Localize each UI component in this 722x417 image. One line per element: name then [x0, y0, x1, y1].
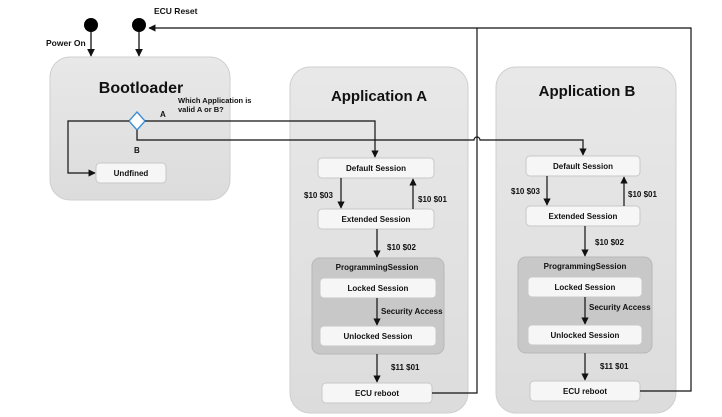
decision-question-line1: Which Application is — [178, 96, 251, 105]
transition-label-to-programming-a: $10 $02 — [387, 243, 416, 252]
extended-session-box-b — [525, 205, 641, 227]
security-access-label-a: Security Access — [381, 307, 443, 316]
default-session-label-a: Default Session — [346, 164, 406, 173]
branch-b-label: B — [134, 146, 140, 155]
undefined-branch-line — [67, 120, 129, 177]
transition-label-to-reboot-b: $11 $01 — [600, 362, 629, 371]
unlocked-session-box-b — [527, 324, 643, 346]
branch-a-line — [145, 120, 379, 158]
branch-a-label: A — [160, 110, 166, 119]
undefined-state-label: Undfined — [114, 169, 149, 178]
decision-question-line2: valid A or B? — [178, 105, 224, 114]
locked-session-box-a — [319, 277, 437, 299]
default-session-label-b: Default Session — [553, 162, 613, 171]
transition-label-to-programming-b: $10 $02 — [595, 238, 624, 247]
extended-session-label-b: Extended Session — [549, 212, 618, 221]
ecu-reboot-label-b: ECU reboot — [563, 387, 607, 396]
transition-label-to-extended-a: $10 $03 — [304, 191, 333, 200]
bootloader-panel — [49, 56, 231, 201]
extended-session-label-a: Extended Session — [342, 215, 411, 224]
default-session-box-a — [317, 157, 435, 179]
programming-session-label-b: ProgrammingSession — [544, 262, 627, 271]
unlocked-session-label-b: Unlocked Session — [551, 331, 620, 340]
application-b-title: Application B — [539, 83, 636, 100]
ecu-reset-initial-node — [132, 18, 146, 32]
locked-session-label-b: Locked Session — [555, 283, 616, 292]
locked-session-label-a: Locked Session — [348, 284, 409, 293]
application-a-panel — [289, 66, 469, 414]
application-b-panel — [495, 66, 677, 414]
power-on-initial-node — [84, 18, 98, 32]
transition-label-to-default-a: $10 $01 — [418, 195, 447, 204]
transition-label-to-default-b: $10 $01 — [628, 190, 657, 199]
security-access-label-b: Security Access — [589, 303, 651, 312]
ecu-reboot-a-reset-line — [432, 28, 478, 394]
transition-label-to-extended-b: $10 $03 — [511, 187, 540, 196]
power-on-label: Power On — [46, 38, 86, 48]
ecu-reset-label: ECU Reset — [154, 6, 198, 16]
application-a-title: Application A — [331, 88, 427, 105]
unlocked-session-box-a — [319, 325, 437, 347]
bootloader-title: Bootloader — [99, 80, 183, 97]
extended-session-box-a — [317, 208, 435, 230]
transition-label-to-reboot-a: $11 $01 — [391, 363, 420, 372]
ecu-reboot-label-a: ECU reboot — [355, 389, 399, 398]
default-session-box-b — [525, 155, 641, 177]
undefined-state-box — [95, 162, 167, 184]
unlocked-session-label-a: Unlocked Session — [344, 332, 413, 341]
ecu-reboot-b-reset-line — [148, 24, 692, 392]
programming-session-label-a: ProgrammingSession — [336, 263, 419, 272]
